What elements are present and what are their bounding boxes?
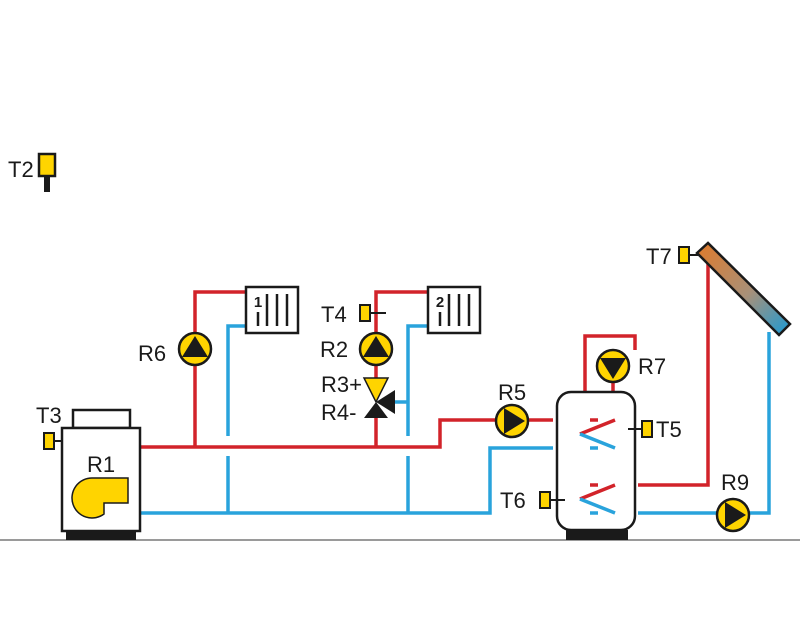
storage-tank-icon (579, 418, 616, 515)
boiler-label: R1 (87, 452, 115, 477)
sensor-t4[interactable]: T4 (321, 302, 386, 327)
sensor-t2[interactable]: T2 (8, 152, 57, 192)
burner-icon (71, 477, 129, 519)
pump-icon (363, 336, 389, 357)
pump-icon (725, 502, 746, 528)
pump-r2-label: R2 (320, 337, 348, 362)
sensor-t5-label: T5 (656, 417, 682, 442)
pump-icon (600, 358, 626, 379)
boiler: R1 (60, 408, 142, 540)
radiator-2[interactable]: 2 (426, 285, 482, 335)
temperature-sensor-icon (678, 246, 690, 264)
pump-r7[interactable]: R7 (595, 348, 666, 384)
return-pipes (140, 324, 771, 515)
sensor-t2-label: T2 (8, 157, 34, 182)
sensor-t7-label: T7 (646, 244, 672, 269)
pump-icon (504, 408, 525, 434)
sensor-t4-label: T4 (321, 302, 347, 327)
pump-r6-label: R6 (138, 341, 166, 366)
pump-r5[interactable]: R5 (494, 380, 530, 439)
storage-tank (555, 390, 637, 540)
temperature-sensor-icon (37, 152, 57, 178)
sensor-t6[interactable]: T6 (500, 488, 565, 513)
pump-r7-label: R7 (638, 354, 666, 379)
pump-r9[interactable]: R9 (715, 470, 751, 533)
mixer-open-label: R3+ (321, 372, 362, 397)
radiator-1-number: 1 (254, 294, 262, 311)
radiator-2-number: 2 (436, 294, 444, 311)
temperature-sensor-icon (43, 432, 55, 450)
sensor-t3[interactable]: T3 (36, 403, 62, 450)
solar-collector-icon (695, 241, 792, 337)
sensor-t5[interactable]: T5 (628, 417, 682, 442)
mixing-valve[interactable]: R3+ R4- (321, 372, 395, 425)
pump-r2[interactable]: R2 (320, 331, 394, 367)
pump-r9-label: R9 (721, 470, 749, 495)
sensor-t3-label: T3 (36, 403, 62, 428)
temperature-sensor-icon (641, 420, 653, 438)
pump-r6[interactable]: R6 (138, 331, 213, 367)
mixing-valve-icon (362, 377, 395, 418)
sensor-t6-label: T6 (500, 488, 526, 513)
pump-icon (182, 336, 208, 357)
radiator-icon (438, 294, 471, 326)
mixer-close-label: R4- (321, 400, 356, 425)
sensor-t7[interactable]: T7 (646, 244, 700, 269)
pump-r5-label: R5 (498, 380, 526, 405)
temperature-sensor-icon (359, 304, 371, 322)
temperature-sensor-icon (539, 491, 551, 509)
radiator-icon (256, 294, 289, 326)
radiator-1[interactable]: 1 (244, 285, 300, 335)
solar-collector (695, 241, 792, 337)
